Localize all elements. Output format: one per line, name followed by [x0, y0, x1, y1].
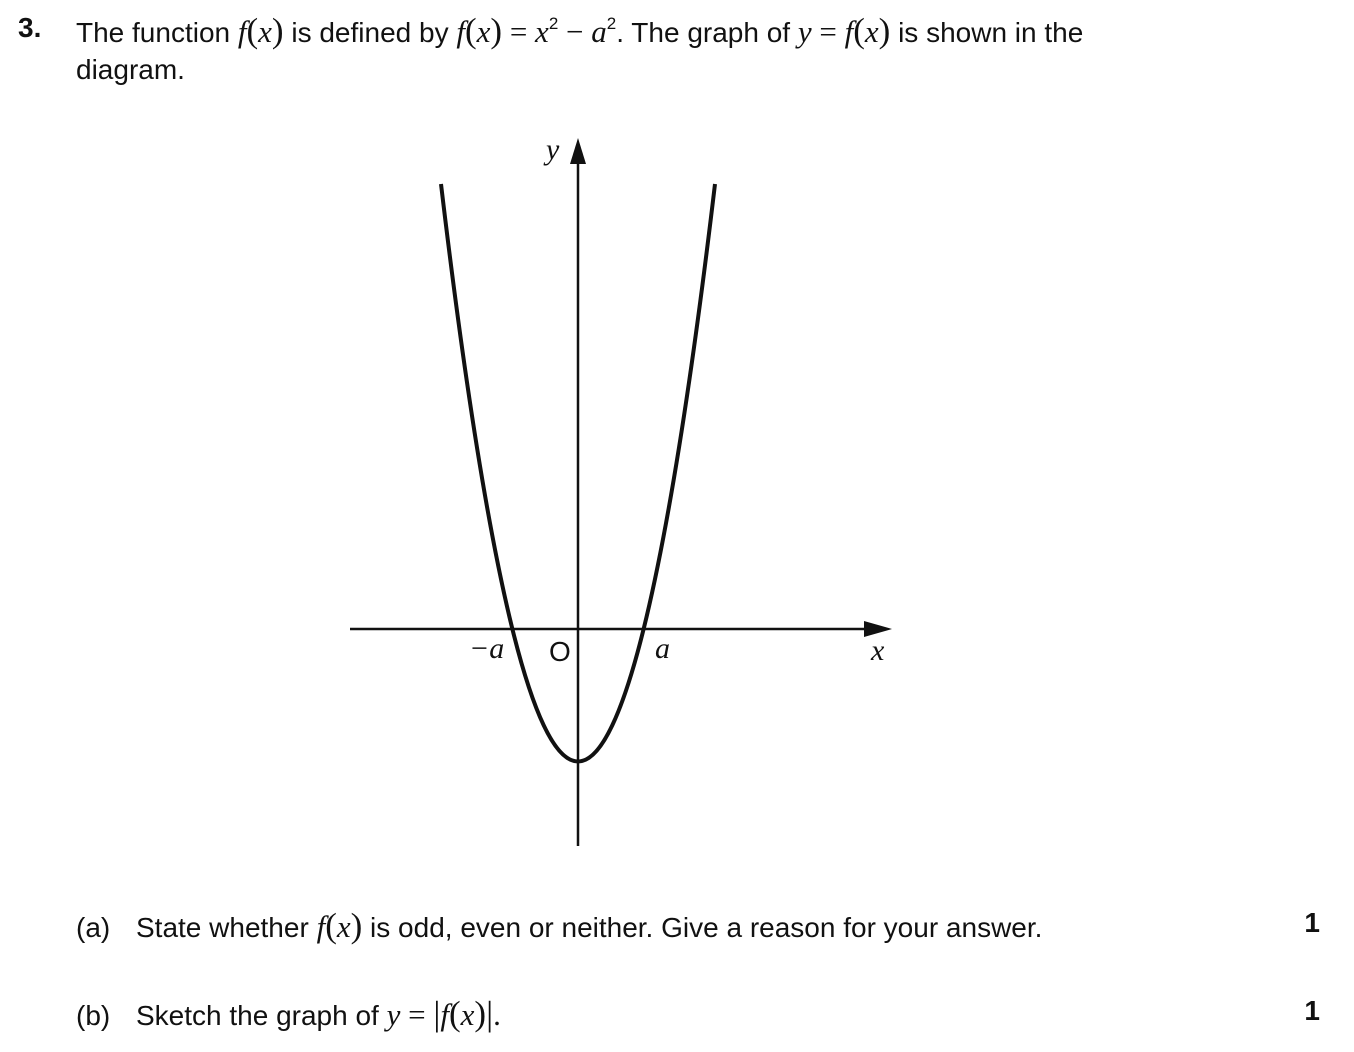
- math-minus: −: [558, 14, 592, 49]
- stem-text: is shown in the: [890, 17, 1084, 48]
- math-x: x: [476, 14, 491, 49]
- math-equals: =: [502, 14, 536, 49]
- y-axis-label: y: [543, 133, 560, 166]
- math-paren-close: ): [271, 11, 284, 50]
- math-y: y: [797, 14, 812, 49]
- math-paren-close: ): [474, 994, 487, 1033]
- math-abs-bar: |: [486, 994, 494, 1033]
- math-a: a: [591, 14, 607, 49]
- part-text: is odd, even or neither. Give a reason f…: [362, 912, 1043, 943]
- math-paren-open: (: [853, 11, 865, 50]
- part-label: (a): [76, 912, 111, 943]
- math-equals: =: [400, 997, 434, 1032]
- x-axis-label: x: [870, 634, 885, 667]
- marks-a: 1: [1304, 907, 1320, 938]
- stem-text: is defined by: [283, 17, 457, 48]
- math-x: x: [460, 997, 475, 1032]
- math-paren-open: (: [464, 11, 477, 50]
- math-abs-bar: |: [433, 994, 441, 1033]
- part-label: (b): [76, 1000, 111, 1031]
- math-f: f: [440, 997, 449, 1032]
- math-paren-open: (: [325, 906, 337, 945]
- part-text: State whether: [136, 912, 317, 943]
- math-x: x: [258, 14, 272, 49]
- math-f: f: [316, 909, 326, 944]
- part-b: (b)Sketch the graph of y = |f(x)|.: [76, 995, 501, 1034]
- math-f: f: [844, 14, 854, 49]
- math-period: .: [493, 997, 501, 1032]
- math-f: f: [237, 14, 247, 49]
- y-axis-arrow: [570, 138, 586, 164]
- math-exponent: 2: [548, 14, 559, 33]
- math-paren-open: (: [449, 994, 461, 1033]
- part-a: (a) State whether f(x) is odd, even or ne…: [76, 907, 1042, 946]
- part-text: Sketch the graph of: [136, 1000, 387, 1031]
- stem-text: . The graph of: [616, 17, 798, 48]
- parabola-diagram: y x O −a a: [350, 133, 892, 846]
- math-x: x: [336, 909, 351, 944]
- math-paren-open: (: [246, 11, 259, 50]
- origin-label: O: [549, 636, 571, 667]
- math-paren-close: ): [878, 11, 891, 50]
- math-x: x: [535, 14, 549, 49]
- question-number: 3.: [18, 12, 42, 43]
- math-f: f: [456, 14, 465, 49]
- marks-b: 1: [1304, 995, 1320, 1026]
- stem-text: The function: [76, 17, 238, 48]
- math-x: x: [864, 14, 879, 49]
- math-equals: =: [811, 14, 845, 49]
- x-axis-arrow: [864, 621, 892, 637]
- math-paren-close: ): [350, 906, 363, 945]
- question-stem: The function f(x) is defined by f(x) = x…: [76, 12, 1316, 88]
- math-y: y: [386, 997, 401, 1032]
- math-paren-close: ): [490, 11, 503, 50]
- parabola-curve: [439, 183, 717, 764]
- pos-root-label: a: [655, 632, 670, 665]
- neg-root-label: −a: [469, 632, 504, 665]
- math-exponent: 2: [606, 14, 617, 33]
- stem-text: diagram.: [76, 54, 185, 85]
